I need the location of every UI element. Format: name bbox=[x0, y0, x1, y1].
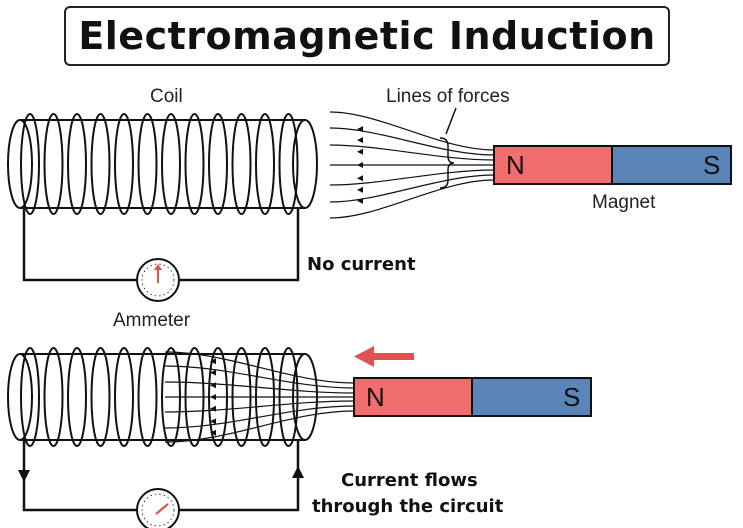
lines-label-pointer bbox=[445, 107, 457, 135]
coil-turn bbox=[20, 347, 40, 447]
coil-icon bbox=[7, 113, 318, 215]
coil-turn bbox=[161, 113, 181, 215]
coil-turn bbox=[90, 113, 111, 215]
field-arrow bbox=[210, 382, 216, 389]
circuit-wire bbox=[22, 440, 300, 512]
field-line bbox=[164, 365, 355, 389]
coil-label: Coil bbox=[150, 86, 183, 107]
coil-turn bbox=[184, 113, 205, 215]
field-line bbox=[164, 410, 355, 443]
field-line bbox=[329, 144, 495, 161]
north-pole-label: N bbox=[366, 382, 385, 412]
field-line bbox=[329, 179, 495, 219]
coil-turn bbox=[114, 347, 134, 447]
field-arrow bbox=[357, 186, 363, 193]
current-direction-arrow bbox=[18, 470, 30, 482]
field-arrow bbox=[210, 418, 216, 425]
field-arrow bbox=[357, 175, 363, 182]
field-line bbox=[164, 400, 355, 413]
circuit-wire bbox=[22, 208, 300, 282]
coil-turn bbox=[90, 347, 111, 447]
field-arrow bbox=[357, 162, 363, 168]
coil-turn bbox=[20, 113, 40, 215]
coil-turn bbox=[278, 113, 299, 215]
current-direction-arrow bbox=[292, 466, 304, 478]
bar-magnet-icon: N S bbox=[493, 145, 732, 185]
ammeter-label: Ammeter bbox=[113, 310, 191, 331]
coil-turn bbox=[231, 113, 252, 215]
field-arrow bbox=[357, 148, 363, 155]
field-arrow bbox=[210, 429, 216, 436]
south-pole-label: S bbox=[703, 150, 720, 180]
bar-magnet-icon: N S bbox=[353, 377, 592, 417]
coil-turn bbox=[208, 113, 228, 215]
field-line bbox=[164, 381, 355, 394]
field-line bbox=[164, 405, 355, 429]
current-flows-label: Current flows bbox=[341, 470, 478, 491]
field-arrow bbox=[357, 137, 363, 144]
field-line bbox=[329, 169, 495, 186]
field-line bbox=[164, 351, 355, 384]
coil-turn bbox=[67, 113, 87, 215]
south-pole-label: S bbox=[563, 382, 580, 412]
field-arrow bbox=[210, 369, 216, 376]
coil-turn bbox=[255, 113, 275, 215]
current-flows-label-line2: through the circuit bbox=[312, 496, 504, 517]
coil-turn bbox=[114, 113, 134, 215]
field-line bbox=[329, 174, 495, 203]
field-line bbox=[329, 127, 495, 156]
coil-turn bbox=[137, 347, 158, 447]
ammeter-icon bbox=[136, 488, 180, 528]
field-line bbox=[329, 111, 495, 151]
diagram-title: Electromagnetic Induction bbox=[78, 14, 656, 58]
no-current-label: No current bbox=[307, 254, 416, 275]
magnetic-field-lines bbox=[164, 351, 355, 443]
coil-turn bbox=[67, 347, 87, 447]
coil-turn bbox=[43, 113, 64, 215]
magnet-label: Magnet bbox=[592, 192, 656, 213]
title-box: Electromagnetic Induction bbox=[64, 6, 670, 66]
field-lines-brace bbox=[439, 137, 455, 189]
field-arrow bbox=[357, 197, 363, 204]
coil-turn bbox=[43, 347, 64, 447]
lines-of-forces-label: Lines of forces bbox=[386, 86, 510, 107]
coil-turns bbox=[20, 113, 299, 215]
field-arrow bbox=[210, 358, 216, 365]
north-pole-label: N bbox=[506, 150, 525, 180]
ammeter-icon bbox=[136, 258, 180, 302]
top-scene: N S Coil Lines of forces Magnet No curre… bbox=[7, 86, 732, 331]
field-arrow bbox=[210, 394, 216, 400]
field-arrow bbox=[210, 405, 216, 412]
bottom-scene: N S Current flows through the circuit bbox=[7, 346, 592, 528]
coil-turn bbox=[137, 113, 158, 215]
motion-arrow-icon bbox=[354, 346, 414, 367]
magnetic-field-lines bbox=[329, 111, 495, 219]
